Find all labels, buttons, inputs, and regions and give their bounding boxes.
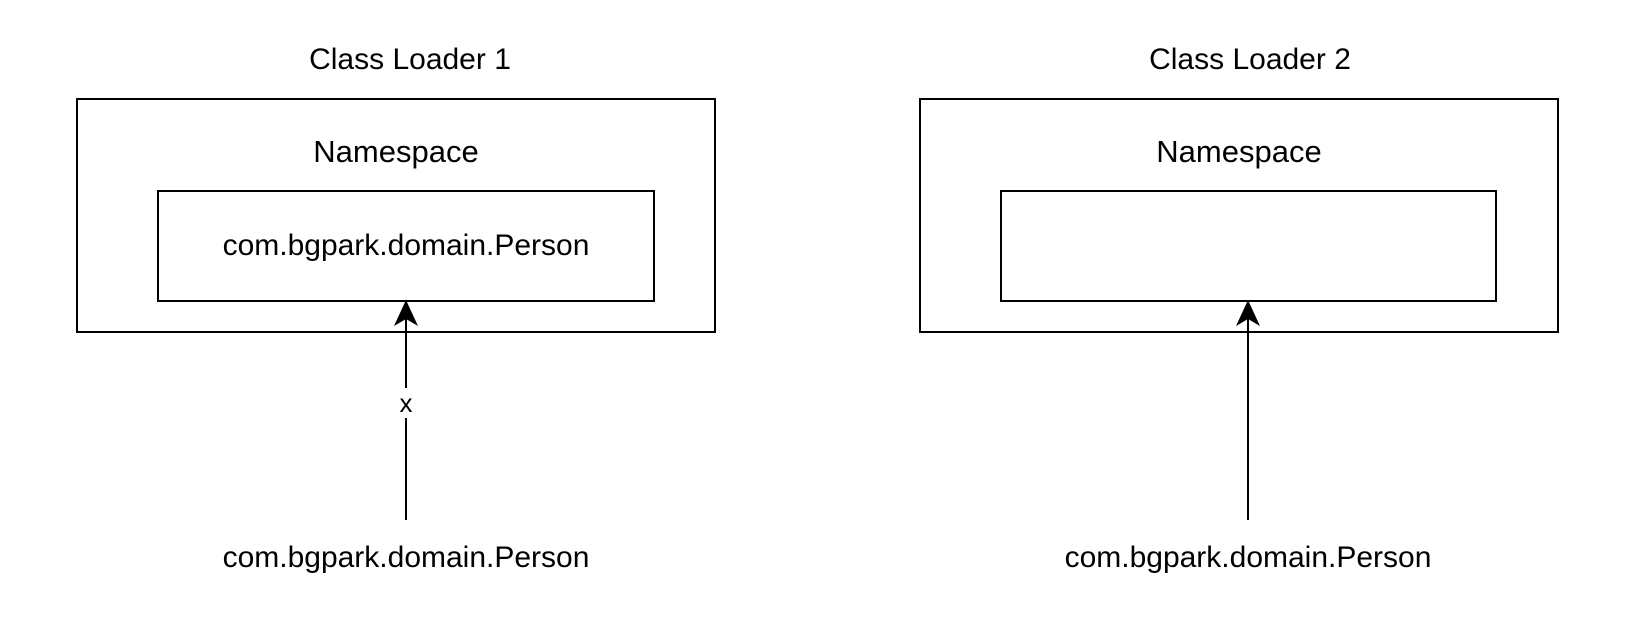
namespace-1-class-box: com.bgpark.domain.Person <box>157 190 655 302</box>
blocked-x-mark: x <box>394 388 418 418</box>
incoming-class-2-label: com.bgpark.domain.Person <box>1064 541 1432 574</box>
namespace-2-class-box <box>1000 190 1497 302</box>
class-loader-1-title: Class Loader 1 <box>309 43 511 76</box>
class-loader-2-title: Class Loader 2 <box>1149 43 1351 76</box>
incoming-class-1-label: com.bgpark.domain.Person <box>222 541 590 574</box>
namespace-1-label: Namespace <box>313 134 479 169</box>
arrow-2 <box>1236 300 1260 520</box>
namespace-2-label: Namespace <box>1156 134 1322 169</box>
namespace-1-class-name: com.bgpark.domain.Person <box>222 229 590 262</box>
